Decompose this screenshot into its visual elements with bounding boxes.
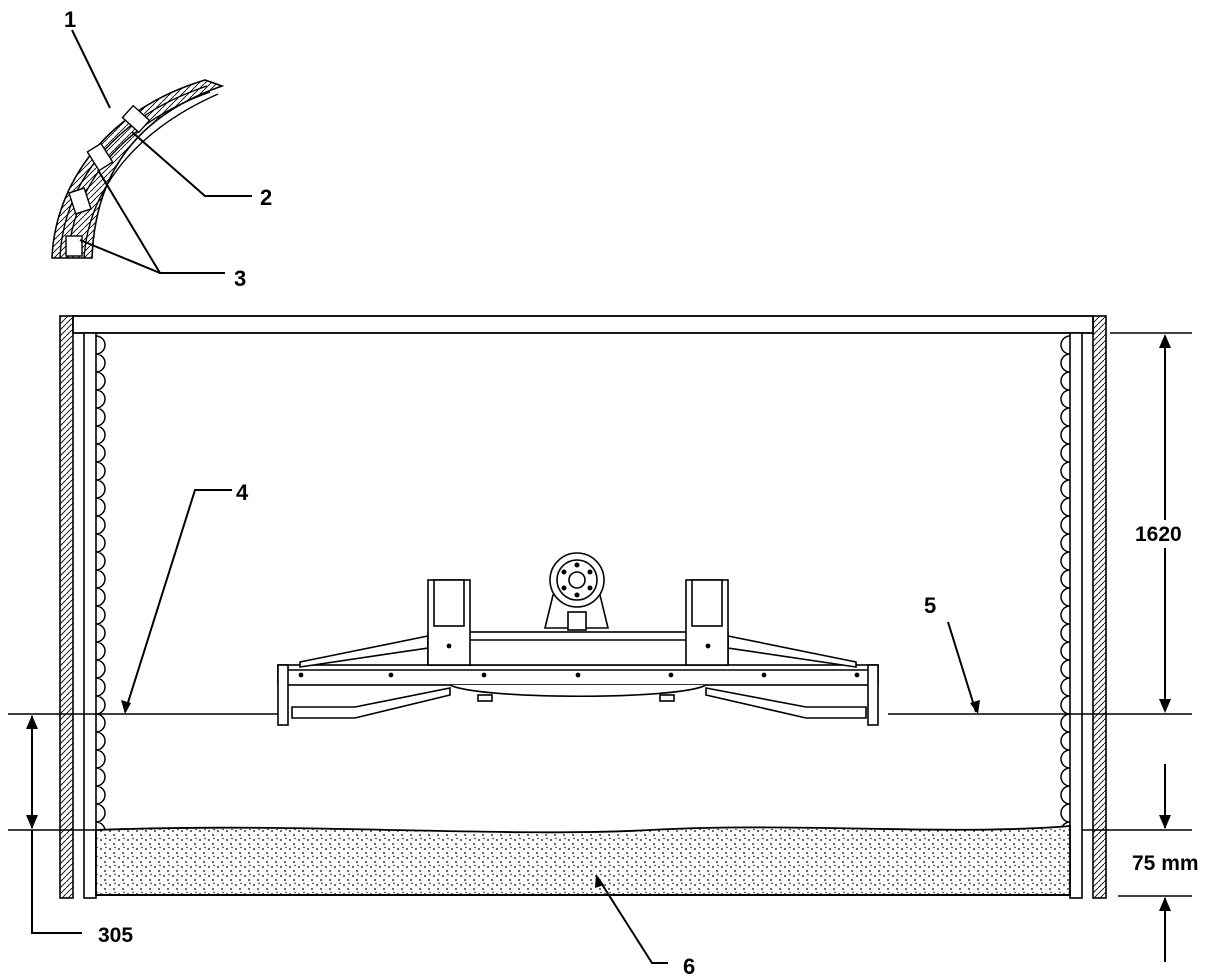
left-wall-scallops — [95, 335, 106, 895]
callout-3-label: 3 — [234, 266, 246, 291]
dimension-1620-label: 1620 — [1135, 523, 1182, 546]
dimension-lines — [26, 334, 1171, 962]
drive-motor — [543, 552, 610, 631]
callout-4-label: 4 — [236, 480, 249, 505]
right-outer-wall — [1092, 315, 1107, 899]
callout-2-label: 2 — [260, 185, 272, 210]
callout-6-label: 6 — [683, 954, 695, 976]
scallop-path — [95, 335, 106, 895]
callout-1-label: 1 — [64, 7, 76, 32]
tyre-section-detail — [51, 29, 252, 274]
callout-5-label: 5 — [924, 593, 936, 618]
axle-assembly — [277, 552, 879, 726]
dimension-305-label: 305 — [98, 924, 133, 947]
reference-lines — [8, 332, 1192, 897]
right-inner-wall — [1069, 332, 1083, 899]
callout-leaders — [121, 489, 980, 964]
tread-blocks — [65, 104, 151, 257]
left-outer-wall — [59, 315, 74, 899]
right-wall-scallops — [1060, 335, 1071, 895]
sand-bed — [95, 825, 1071, 896]
top-beam — [72, 315, 1094, 334]
left-inner-wall — [83, 332, 97, 899]
test-box-frame — [59, 315, 1107, 899]
scallop-path — [1060, 335, 1071, 895]
dimension-75mm-label: 75 mm — [1132, 852, 1199, 875]
